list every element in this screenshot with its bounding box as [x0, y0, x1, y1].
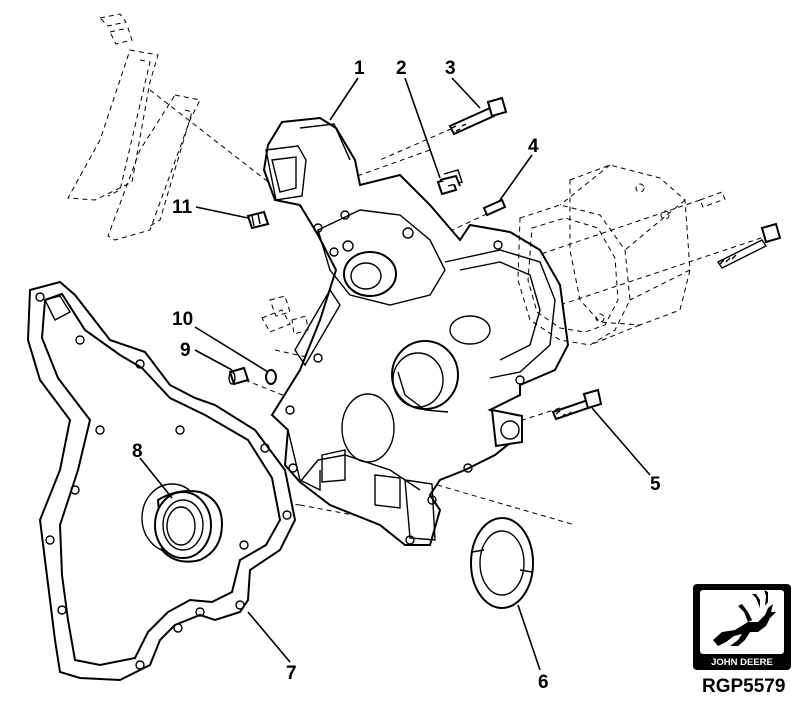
cap-screw-lower — [551, 388, 603, 421]
dowel-pin — [482, 198, 507, 217]
pipe-plug — [228, 366, 250, 386]
thrust-washer — [470, 517, 534, 609]
callout-6: 6 — [538, 672, 549, 693]
callout-11: 11 — [172, 197, 193, 218]
leaping-deer-icon — [713, 590, 776, 646]
callout-3: 3 — [445, 58, 456, 79]
front-gear-cover — [262, 116, 570, 546]
guide-rails-phantom — [67, 13, 201, 241]
cap-screw-long — [448, 96, 508, 136]
callout-1: 1 — [354, 58, 365, 79]
callout-4: 4 — [528, 136, 539, 157]
figure-id: RGP5579 — [702, 676, 785, 696]
callout-8: 8 — [132, 441, 143, 462]
cap-screw-short — [436, 169, 463, 196]
callout-labels: 1 2 3 4 5 6 7 8 9 10 11 — [132, 58, 661, 693]
cover-screws — [699, 191, 782, 269]
callout-10: 10 — [172, 309, 193, 330]
leader-lines — [139, 77, 651, 671]
o-ring — [265, 369, 277, 385]
sensor-phantom — [261, 295, 309, 335]
front-cover-gasket — [26, 280, 297, 682]
cover-plate-phantom — [517, 164, 691, 346]
callout-9: 9 — [180, 340, 191, 361]
crankshaft-oil-seal — [154, 490, 224, 563]
callout-2: 2 — [396, 58, 407, 79]
fitting — [246, 210, 270, 230]
logo-brand-text: JOHN DEERE — [711, 657, 773, 668]
callout-7: 7 — [286, 663, 297, 684]
john-deere-logo: JOHN DEERE — [693, 584, 791, 670]
callout-5: 5 — [650, 474, 661, 495]
